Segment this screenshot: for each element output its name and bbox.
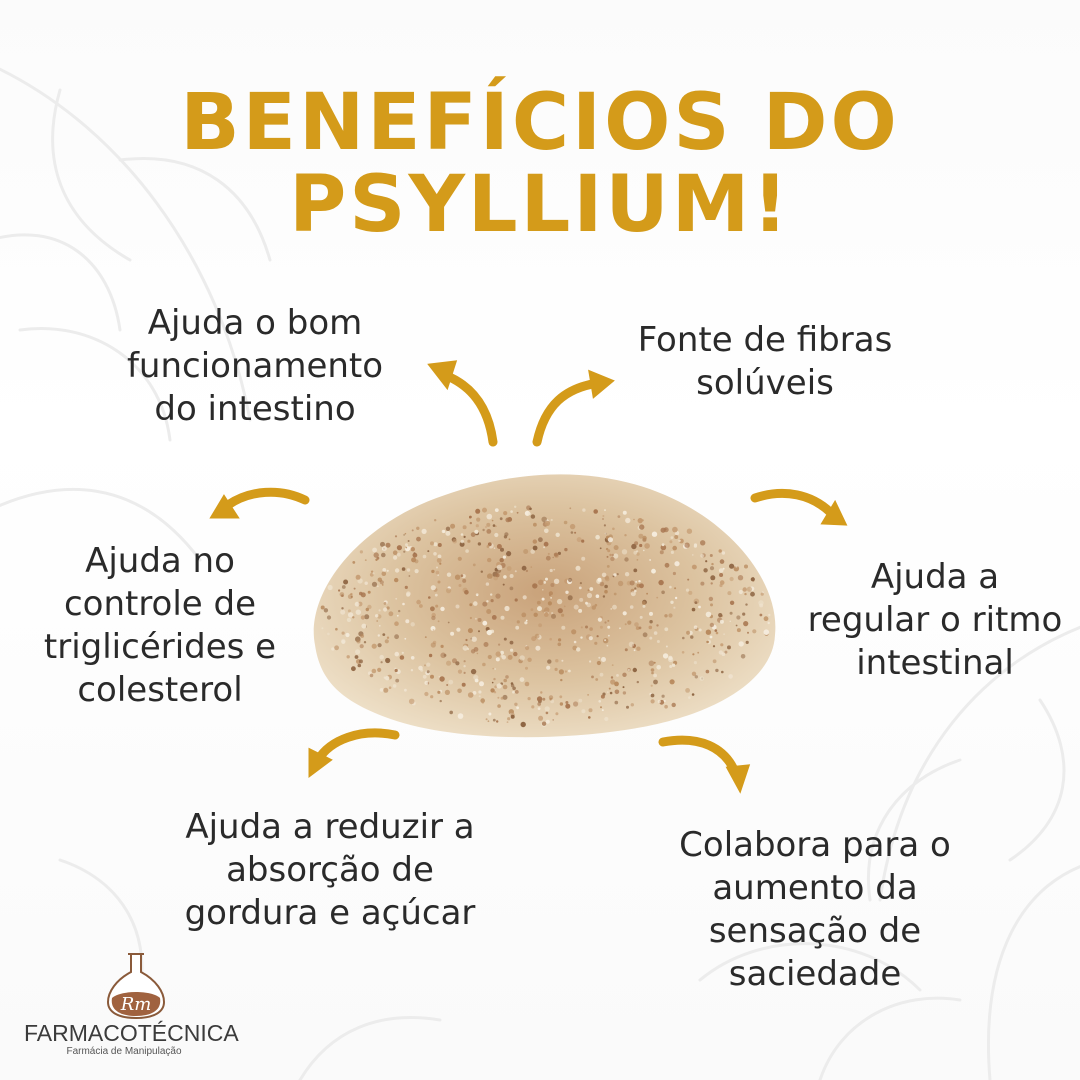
benefit-intestinal-rhythm: Ajuda a regular o ritmo intestinal [790,556,1080,685]
arrow-right-icon [750,488,848,526]
psyllium-powder-image [313,474,776,738]
title-line-2: PSYLLIUM! [289,160,791,250]
brand-logo: Rm FARMACOTÉCNICA Farmácia de Manipulaçã… [24,950,239,1062]
benefit-line: solúveis [696,363,834,403]
benefit-line: absorção de [226,850,434,890]
title-line-1: BENEFÍCIOS DO [180,78,900,168]
benefit-line: aumento da [712,868,918,908]
benefit-line: gordura e açúcar [184,893,476,933]
benefit-line: sensação de [708,911,922,951]
benefit-fat-sugar-absorption: Ajuda a reduzir a absorção de gordura e … [155,806,505,935]
arrow-down-right-icon [658,735,751,794]
arrow-up-left-icon [427,360,498,447]
benefit-bowel-function: Ajuda o bom funcionamento do intestino [100,302,410,431]
arrow-left-icon [209,487,310,519]
benefit-line: funcionamento [126,346,384,386]
benefit-line: Ajuda a reduzir a [185,807,475,847]
benefit-line: Ajuda o bom [147,303,363,343]
benefit-line: Colabora para o [679,825,951,865]
benefit-line: saciedade [728,954,902,994]
benefit-line: Ajuda no [85,541,235,581]
benefit-line: regular o ritmo [807,600,1063,640]
logo-monogram: Rm [120,994,152,1015]
flask-icon: Rm [106,953,166,1020]
benefit-line: triglicérides e [43,627,277,667]
benefit-satiety: Colabora para o aumento da sensação de s… [645,824,985,996]
benefit-line: colesterol [77,670,243,710]
benefit-line: Fonte de fibras [637,320,893,360]
benefit-cholesterol-control: Ajuda no controle de triglicérides e col… [20,540,300,712]
benefit-line: controle de [63,584,257,624]
arrow-up-right-icon [532,369,615,447]
benefit-soluble-fiber: Fonte de fibras solúveis [605,319,925,405]
benefit-line: intestinal [856,643,1014,683]
arrow-down-left-icon [308,728,400,778]
brand-tagline: Farmácia de Manipulação [66,1046,182,1057]
brand-name: FARMACOTÉCNICA [24,1020,239,1046]
benefit-line: do intestino [154,389,356,429]
benefit-line: Ajuda a [870,557,1000,597]
